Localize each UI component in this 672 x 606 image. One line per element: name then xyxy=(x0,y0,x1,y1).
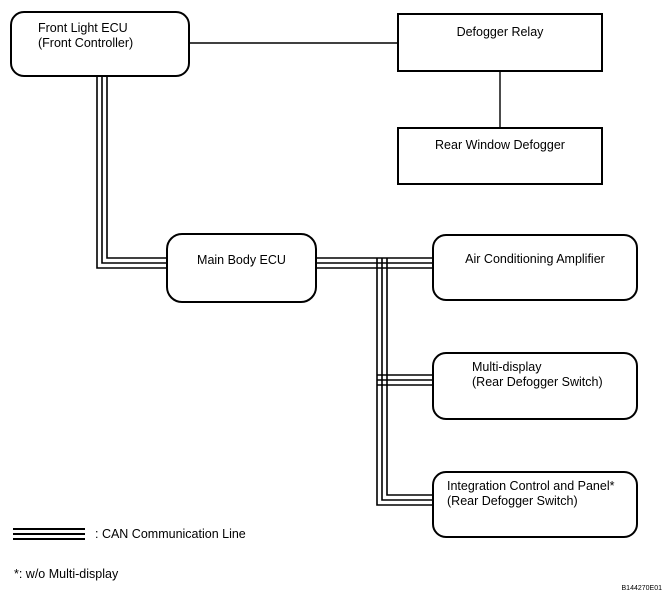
can-line-mainbody-acamp xyxy=(316,257,432,269)
node-main-body-ecu: Main Body ECU xyxy=(166,233,317,303)
node-multi-display: Multi-display (Rear Defogger Switch) xyxy=(432,352,638,420)
node-front-light-ecu-label-line2: (Front Controller) xyxy=(38,36,134,50)
can-line-trunk-integration xyxy=(376,258,432,506)
node-integration-control-label-line1: Integration Control and Panel* xyxy=(447,479,615,493)
can-line-legend-symbol xyxy=(13,528,85,540)
can-line-frontecu-mainbody xyxy=(96,77,166,269)
node-defogger-relay: Defogger Relay xyxy=(397,13,603,72)
node-defogger-relay-label: Defogger Relay xyxy=(456,25,544,39)
node-ac-amplifier: Air Conditioning Amplifier xyxy=(432,234,638,301)
can-line-branch-multidisplay xyxy=(377,374,432,386)
footnote-wo-multi-display: *: w/o Multi-display xyxy=(14,567,119,581)
node-rear-window-defogger: Rear Window Defogger xyxy=(397,127,603,185)
legend-can-line-label: : CAN Communication Line xyxy=(95,527,246,541)
node-main-body-ecu-label: Main Body ECU xyxy=(197,253,286,267)
node-integration-control-label-line2: (Rear Defogger Switch) xyxy=(447,494,578,508)
node-front-light-ecu: Front Light ECU (Front Controller) xyxy=(10,11,190,77)
node-integration-control: Integration Control and Panel* (Rear Def… xyxy=(432,471,638,538)
figure-code: B144270E01 xyxy=(621,585,662,592)
node-multi-display-label-line2: (Rear Defogger Switch) xyxy=(472,375,603,389)
node-rear-window-defogger-label: Rear Window Defogger xyxy=(435,138,565,152)
node-front-light-ecu-label-line1: Front Light ECU xyxy=(38,21,128,35)
node-ac-amplifier-label: Air Conditioning Amplifier xyxy=(465,252,605,266)
node-multi-display-label-line1: Multi-display xyxy=(472,360,542,374)
